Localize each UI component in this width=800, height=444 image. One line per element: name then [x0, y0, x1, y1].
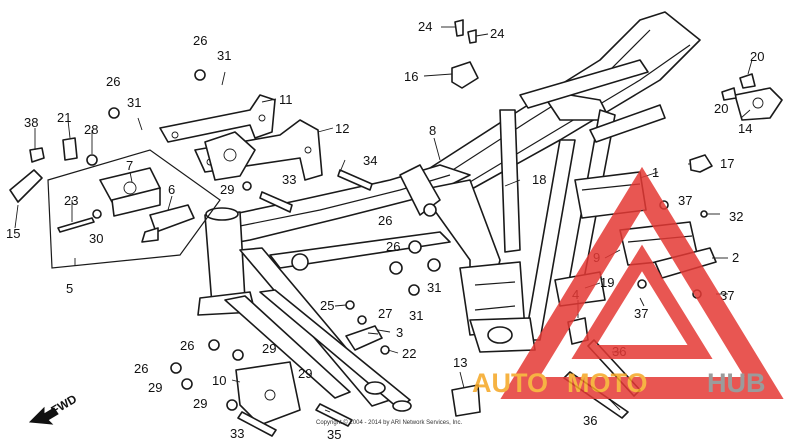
copyright-notice: Copyright © 2004 - 2014 by ARI Network S… — [316, 419, 462, 426]
stand-bracket-10 — [235, 361, 301, 426]
callout-29c: 29 — [148, 380, 162, 395]
callout-26d: 26 — [386, 239, 400, 254]
washers-nuts — [170, 181, 708, 411]
callout-11: 11 — [279, 92, 293, 107]
callout-29b: 29 — [262, 341, 276, 356]
callout-13: 13 — [453, 355, 467, 370]
watermark-auto: AUTO — [472, 368, 548, 398]
watermark-moto: MOTO — [567, 368, 648, 398]
callout-35: 35 — [327, 427, 341, 442]
center-bracket — [204, 131, 256, 181]
callout-10: 10 — [212, 373, 226, 388]
callout-20a: 20 — [750, 49, 764, 64]
watermark-triangle-outer — [500, 166, 784, 399]
callout-19: 19 — [600, 275, 614, 290]
callout-37b: 37 — [720, 288, 734, 303]
forward-label: FWD — [49, 392, 80, 418]
callout-32: 32 — [729, 209, 743, 224]
automotohub-watermark: AUTO MOTO HUB — [472, 166, 784, 399]
callout-12: 12 — [335, 121, 349, 136]
callout-33b: 33 — [230, 426, 244, 441]
callout-29e: 29 — [298, 366, 312, 381]
damper-17 — [689, 154, 713, 173]
callout-20b: 20 — [714, 101, 728, 116]
callout-26e: 26 — [180, 338, 194, 353]
callout-28: 28 — [84, 122, 98, 137]
callout-26c: 26 — [378, 213, 392, 228]
watermark-triangle-inner — [571, 244, 713, 359]
callout-33a: 33 — [282, 172, 296, 187]
callout-37a: 37 — [678, 193, 692, 208]
bracket-20 — [721, 73, 756, 101]
callout-26f: 26 — [134, 361, 148, 376]
forward-arrow-icon — [28, 406, 59, 425]
callout-31b: 31 — [127, 95, 141, 110]
callout-15: 15 — [6, 226, 20, 241]
callout-29a: 29 — [220, 182, 234, 197]
rear-tray-14 — [734, 87, 783, 121]
callout-24a: 24 — [418, 19, 432, 34]
callout-26a: 26 — [193, 33, 207, 48]
callout-18: 18 — [532, 172, 546, 187]
callout-16: 16 — [404, 69, 418, 84]
callout-24b: 24 — [490, 26, 504, 41]
callout-29d: 29 — [193, 396, 207, 411]
callout-2: 2 — [732, 250, 739, 265]
switch-bracket-assembly-5 — [47, 149, 221, 269]
callout-37c: 37 — [634, 306, 648, 321]
callout-38: 38 — [24, 115, 38, 130]
callout-1: 1 — [652, 165, 659, 180]
small-parts-left — [9, 69, 226, 233]
plate-13 — [451, 384, 481, 417]
callout-31c: 31 — [427, 280, 441, 295]
callout-27: 27 — [378, 306, 392, 321]
bolts-24 — [454, 19, 477, 44]
callout-36b: 36 — [583, 413, 597, 428]
callout-23: 23 — [64, 193, 78, 208]
watermark-hub: HUB — [707, 368, 766, 398]
bracket-11 — [159, 94, 276, 143]
callout-31a: 31 — [217, 48, 231, 63]
callout-5: 5 — [66, 281, 73, 296]
callout-6: 6 — [168, 182, 175, 197]
forward-direction-indicator: FWD — [28, 392, 80, 425]
callout-17: 17 — [720, 156, 734, 171]
callout-25: 25 — [320, 298, 334, 313]
callout-22: 22 — [402, 346, 416, 361]
callout-8: 8 — [429, 123, 436, 138]
callout-3: 3 — [396, 325, 403, 340]
callout-31d: 31 — [409, 308, 423, 323]
callout-26b: 26 — [106, 74, 120, 89]
callout-21: 21 — [57, 110, 71, 125]
callout-14: 14 — [738, 121, 752, 136]
callout-7: 7 — [126, 158, 133, 173]
callout-34: 34 — [363, 153, 377, 168]
bracket-3 — [345, 325, 383, 351]
callout-30: 30 — [89, 231, 103, 246]
cushion-16 — [451, 61, 479, 89]
